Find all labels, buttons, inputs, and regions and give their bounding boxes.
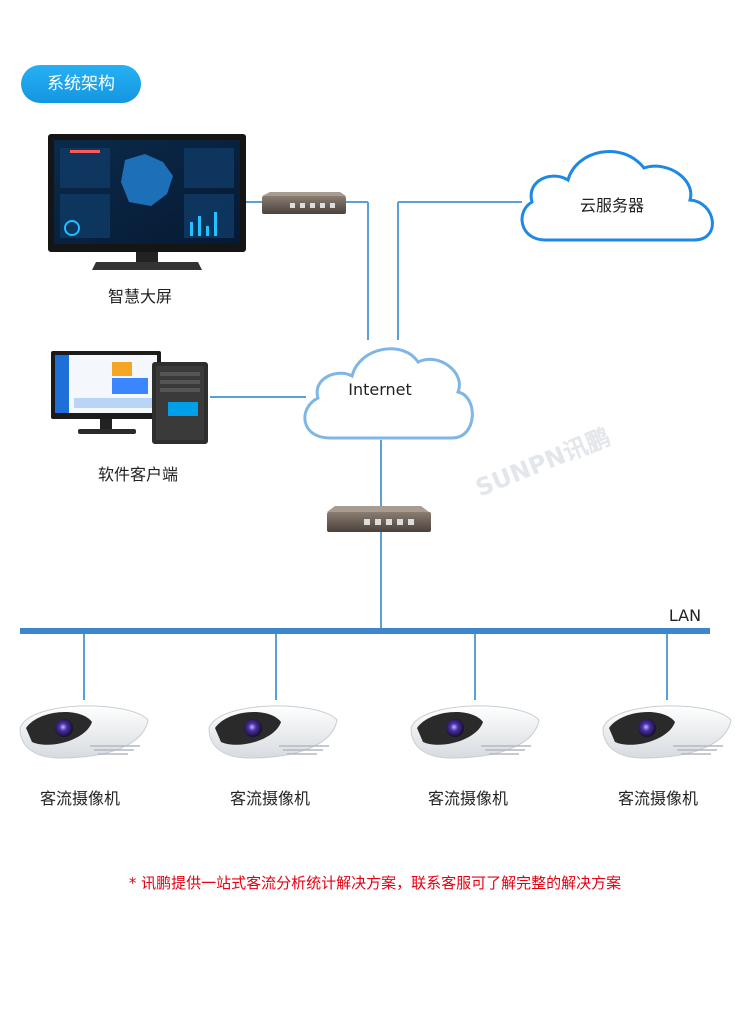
main-switch (327, 506, 431, 532)
camera-label-2: 客流摄像机 (230, 789, 311, 808)
software-client-pc (51, 351, 208, 444)
camera-1 (19, 705, 149, 759)
lan-label: LAN (669, 606, 701, 625)
section-title-badge: 系统架构 (21, 65, 141, 103)
big-screen-monitor (48, 134, 246, 270)
connection-lines (83, 201, 668, 700)
camera-4 (602, 705, 732, 759)
footer-note: * 讯鹏提供一站式客流分析统计解决方案，联系客服可了解完整的解决方案 (128, 874, 622, 892)
top-switch (262, 192, 346, 214)
camera-label-3: 客流摄像机 (428, 789, 509, 808)
cloud-server-label: 云服务器 (580, 196, 644, 215)
cloud-server-shape (520, 150, 714, 242)
camera-label-1: 客流摄像机 (40, 789, 121, 808)
camera-2 (208, 705, 338, 759)
big-screen-label: 智慧大屏 (108, 287, 173, 306)
watermark: SUNPN讯鹏 (472, 423, 615, 502)
lan-bus (20, 628, 710, 634)
camera-label-4: 客流摄像机 (618, 789, 699, 808)
internet-label: Internet (348, 380, 412, 399)
camera-3 (410, 705, 540, 759)
software-client-label: 软件客户端 (98, 465, 179, 484)
internet-cloud-shape (303, 347, 474, 440)
